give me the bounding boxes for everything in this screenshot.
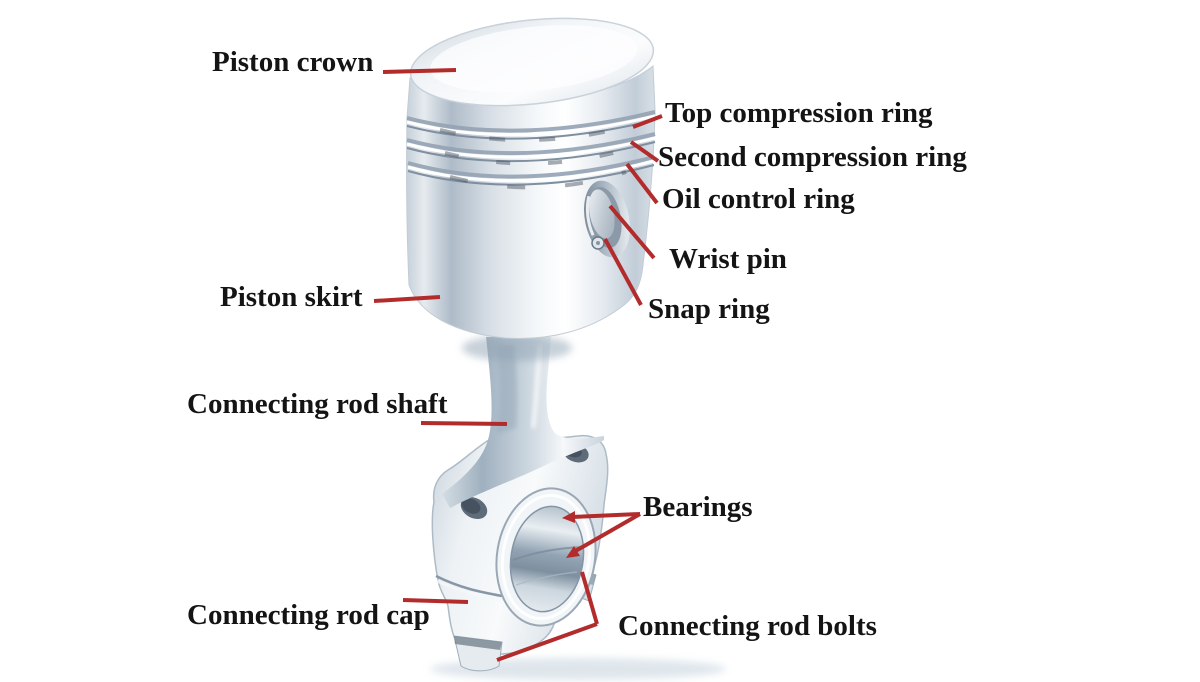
connecting-rod-shaft-art: [442, 335, 604, 508]
rod-cap-split-line: [435, 574, 503, 598]
leader-snap-ring: [603, 238, 643, 306]
leader-rod-cap: [402, 598, 469, 604]
big-end-bore: [495, 487, 597, 627]
label-snap-ring: Snap ring: [648, 293, 770, 325]
leader-piston-skirt: [373, 295, 441, 303]
leader-piston-crown: [382, 68, 457, 74]
leader-bearing-lower: [571, 512, 641, 555]
leader-wrist-pin: [608, 204, 656, 260]
rod-bolt-lower: [453, 635, 503, 672]
leader-rod-bolt-lower: [496, 622, 598, 662]
leader-rod-bolt-upper: [580, 571, 599, 625]
label-piston-skirt: Piston skirt: [220, 281, 363, 313]
leader-rod-shaft: [420, 421, 508, 426]
label-top-compression-ring: Top compression ring: [665, 97, 933, 129]
leader-lines: [373, 68, 663, 662]
label-connecting-rod-bolts: Connecting rod bolts: [618, 610, 877, 642]
bearings-art: [509, 505, 585, 613]
label-connecting-rod-cap: Connecting rod cap: [187, 599, 430, 631]
label-oil-control-ring: Oil control ring: [662, 183, 855, 215]
piston-ring-grooves: [406, 110, 656, 190]
label-wrist-pin: Wrist pin: [669, 243, 787, 275]
leader-top-compression: [632, 114, 663, 129]
label-piston-crown: Piston crown: [212, 46, 374, 78]
piston-body: [406, 65, 656, 339]
wrist-pin-art: [584, 180, 630, 258]
ground-shadow: [430, 658, 726, 680]
piston-crown-art: [409, 17, 655, 107]
label-bearings: Bearings: [643, 491, 753, 523]
snap-ring-art: [591, 236, 605, 250]
arrowhead-bearing-upper: [562, 511, 575, 523]
arrowhead-bearing-lower: [566, 546, 580, 558]
leader-second-compression: [629, 140, 660, 163]
leader-oil-control: [625, 162, 659, 205]
leader-bearing-upper: [571, 512, 641, 519]
label-connecting-rod-shaft: Connecting rod shaft: [187, 388, 448, 420]
label-second-compression-ring: Second compression ring: [658, 141, 967, 173]
